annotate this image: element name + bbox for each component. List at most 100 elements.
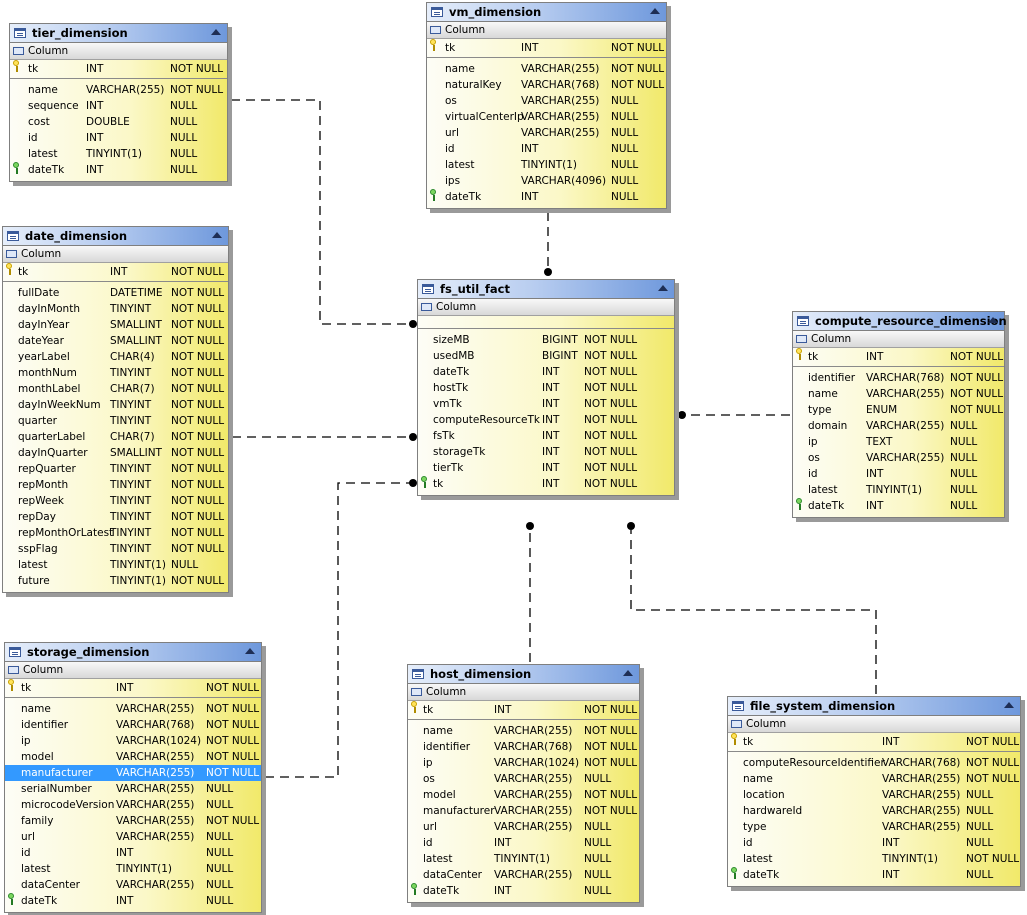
- table-title-bar[interactable]: compute_resource_dimension: [793, 312, 1007, 331]
- collapse-arrow-icon[interactable]: [650, 8, 660, 14]
- collapse-arrow-icon[interactable]: [212, 232, 222, 238]
- collapse-arrow-icon[interactable]: [211, 29, 221, 35]
- relationship-file-system-dimension[interactable]: [630, 530, 877, 694]
- collapse-arrow-icon[interactable]: [623, 670, 633, 676]
- relationship-storage-dimension[interactable]: [265, 482, 410, 778]
- table-title-bar[interactable]: vm_dimension: [427, 3, 666, 22]
- relationship-tier-dimension[interactable]: [231, 99, 410, 325]
- collapse-arrow-icon[interactable]: [245, 648, 255, 654]
- table-title-bar[interactable]: tier_dimension: [10, 24, 227, 43]
- table-title-bar[interactable]: storage_dimension: [5, 643, 261, 662]
- table-title-bar[interactable]: date_dimension: [3, 227, 228, 246]
- table-title-bar[interactable]: host_dimension: [408, 665, 639, 684]
- table-title-bar[interactable]: fs_util_fact: [418, 280, 674, 299]
- collapse-arrow-icon[interactable]: [658, 285, 668, 291]
- collapse-arrow-icon[interactable]: [988, 317, 998, 323]
- collapse-arrow-icon[interactable]: [1004, 702, 1014, 708]
